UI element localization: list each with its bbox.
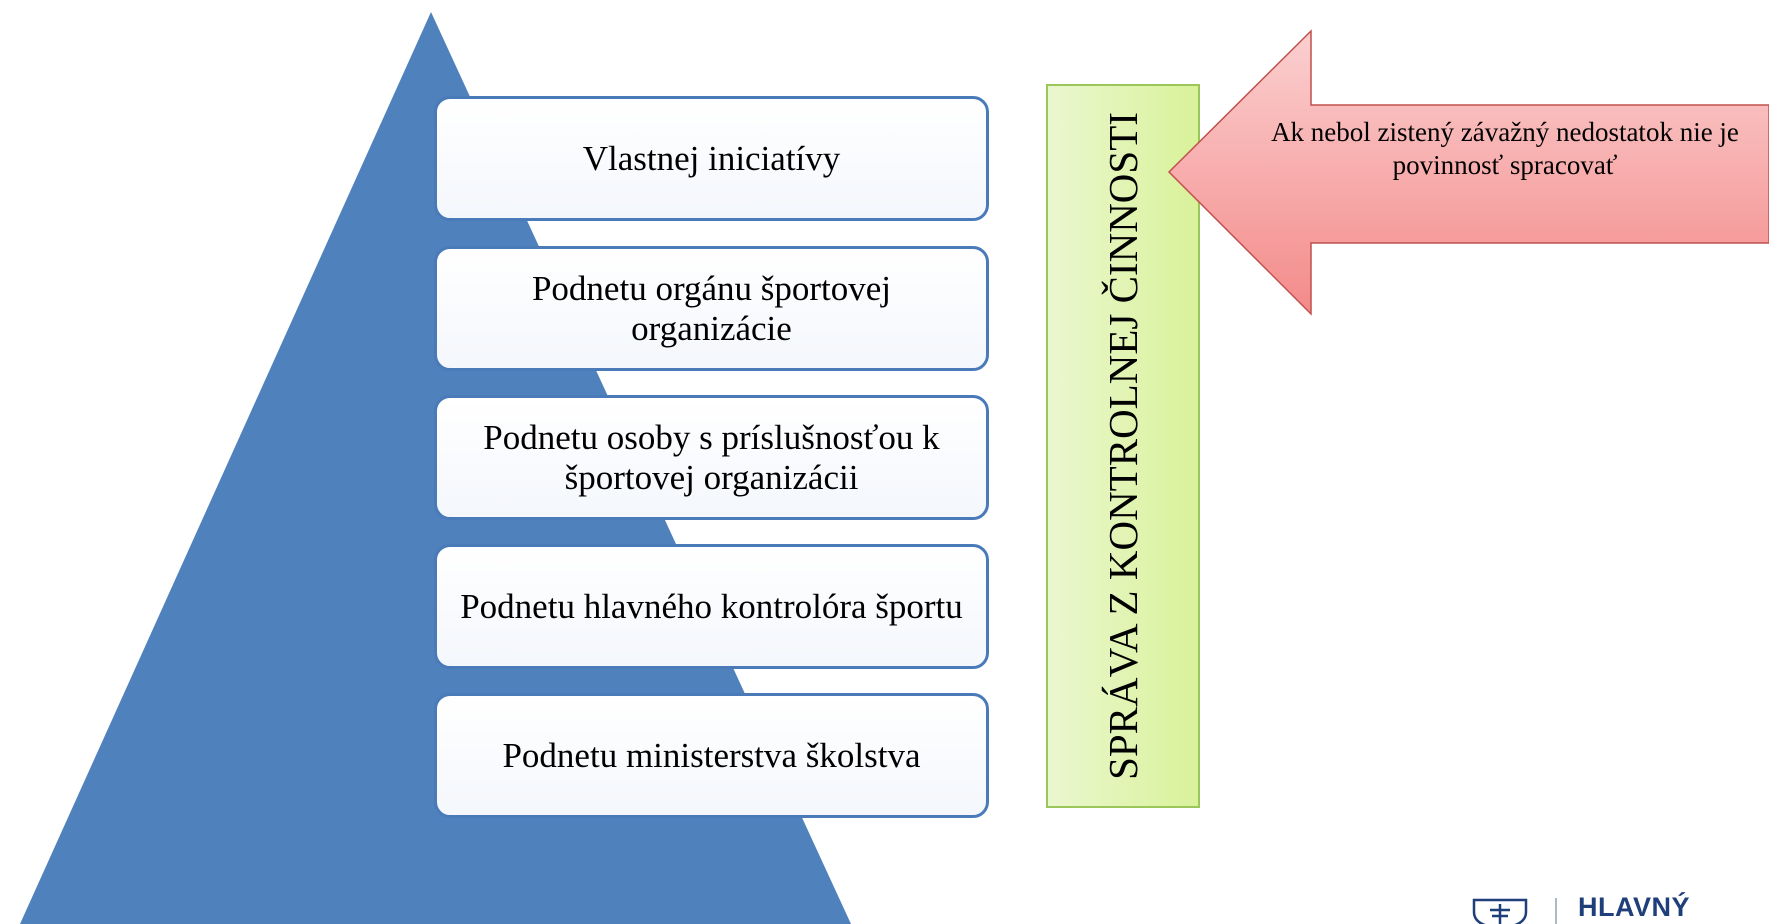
level-label-5: Podnetu ministerstva školstva	[502, 735, 921, 775]
level-label-1: Vlastnej iniciatívy	[582, 138, 841, 178]
level-box-4: Podnetu hlavného kontrolóra športu	[434, 544, 989, 669]
coat-of-arms-icon	[1472, 898, 1528, 924]
level-label-4: Podnetu hlavného kontrolóra športu	[460, 586, 963, 626]
callout-text: Ak nebol zistený závažný nedostatok nie …	[1271, 117, 1739, 180]
logo-separator	[1555, 898, 1557, 924]
level-box-5: Podnetu ministerstva školstva	[434, 693, 989, 818]
level-label-2: Podnetu orgánu športovej organizácie	[531, 268, 892, 348]
level-box-1: Vlastnej iniciatívy	[434, 96, 989, 221]
report-bar: SPRÁVA Z KONTROLNEJ ČINNOSTI	[1046, 84, 1200, 808]
logo-text: HLAVNÝ	[1578, 892, 1691, 922]
logo: HLAVNÝ	[1470, 892, 1769, 924]
level-box-2: Podnetu orgánu športovej organizácie	[434, 246, 989, 371]
level-box-3: Podnetu osoby s príslušnosťou k športove…	[434, 395, 989, 520]
level-label-3: Podnetu osoby s príslušnosťou k športove…	[483, 417, 940, 497]
